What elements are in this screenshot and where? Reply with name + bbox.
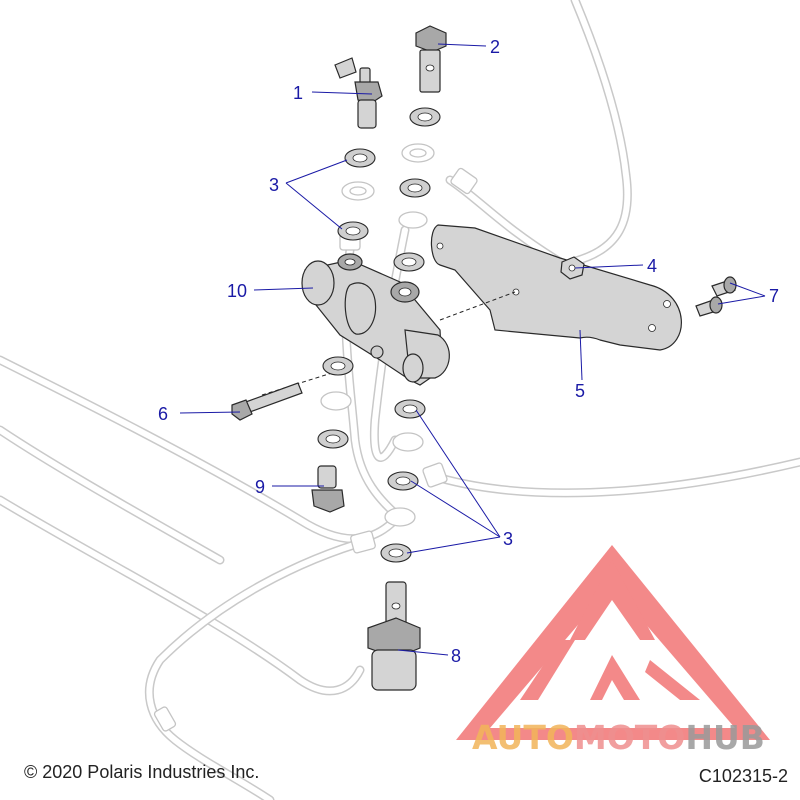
mount-axis-line <box>439 291 516 321</box>
proportioning-valve <box>301 253 450 386</box>
watermark-text: AUTOMOTOHUB <box>472 718 765 757</box>
callout-4: 4 <box>647 256 657 276</box>
bleeder-valve <box>334 57 383 129</box>
banjo-bolt-top <box>415 25 447 93</box>
callout-1: 1 <box>293 83 303 103</box>
nut <box>560 256 585 280</box>
watermark-logo <box>456 545 770 740</box>
banjo-adapter-bottom <box>367 581 421 691</box>
fitting-plug <box>311 465 345 513</box>
callout-5: 5 <box>575 381 585 401</box>
callout-2: 2 <box>490 37 500 57</box>
leader-lines <box>179 43 766 656</box>
callout-8: 8 <box>451 646 461 666</box>
mounting-bracket <box>430 224 682 351</box>
watermark-hub: HUB <box>685 718 765 757</box>
copper-washers <box>317 107 441 563</box>
callout-10: 10 <box>227 281 247 301</box>
watermark-moto: MOTO <box>573 718 686 757</box>
watermark-auto: AUTO <box>472 718 574 757</box>
callout-7: 7 <box>769 286 779 306</box>
callout-6: 6 <box>158 404 168 424</box>
callout-3-top: 3 <box>269 175 279 195</box>
figure-id: C102315-2 <box>698 766 788 786</box>
screws <box>695 276 737 317</box>
copyright-text: © 2020 Polaris Industries Inc. <box>24 762 260 782</box>
callout-3-bottom: 3 <box>503 529 513 549</box>
mounting-bolt <box>231 382 303 421</box>
ghost-banjo-fittings <box>153 143 478 732</box>
callout-9: 9 <box>255 477 265 497</box>
callout-labels: 1 2 3 3 4 5 6 7 8 9 10 <box>158 37 779 666</box>
